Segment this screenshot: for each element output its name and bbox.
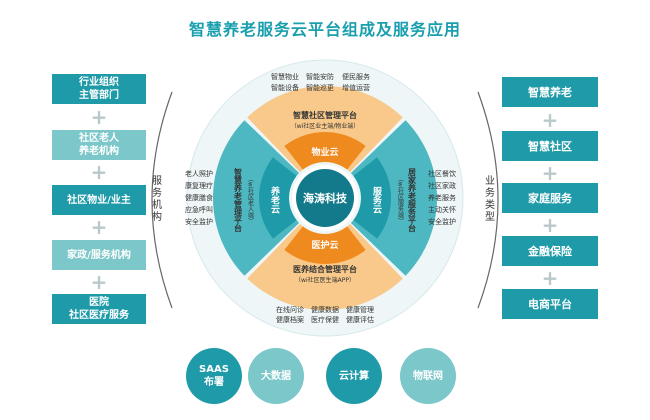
left-note-1: 老人照护 [185, 169, 213, 178]
bubble-big-data: 大数据 [248, 348, 304, 404]
page-title: 智慧养老服务云平台组成及服务应用 [188, 20, 461, 39]
left-cloud: 养老云 [269, 185, 281, 214]
plus-icon: + [90, 105, 108, 129]
plus-icon: + [90, 160, 108, 184]
bottom-note-6: 健康评估 [346, 315, 374, 324]
left-box-2: 社区老人养老机构 [52, 130, 146, 160]
bottom-platform-sub: （wi社区医生端APP） [295, 276, 355, 284]
right-cloud: 服务云 [371, 186, 382, 214]
right-box-1: 智慧养老 [502, 77, 598, 107]
top-note-5: 智能巡更 [306, 83, 334, 92]
left-box-5: 医院社区医疗服务 [52, 294, 146, 324]
right-note-5: 安全监护 [428, 217, 456, 226]
left-box-3: 社区物业/业主 [52, 185, 146, 215]
top-platform: 智慧社区管理平台 [293, 110, 357, 120]
right-note-1: 社区餐饮 [428, 169, 456, 178]
top-platform-sub: （wi社区业主端/物业端） [291, 122, 360, 130]
right-cloud-petal [353, 157, 391, 239]
right-box-2: 智慧社区 [502, 131, 598, 161]
plus-icon: + [541, 108, 559, 132]
right-box-3: 家庭服务 [502, 183, 598, 213]
left-note-3: 健康膳食 [185, 193, 213, 202]
bottom-note-4: 健康档案 [276, 315, 304, 324]
right-box-5: 电商平台 [502, 289, 598, 319]
right-band [350, 120, 437, 276]
right-column-label: 业务类型 [485, 176, 495, 223]
left-platform: 智慧养老管理平台 [234, 167, 243, 233]
plus-icon: + [541, 213, 559, 237]
bottom-platform: 医养结合管理平台 [293, 264, 357, 274]
left-note-5: 安全监护 [185, 217, 213, 226]
bottom-note-2: 健康数据 [311, 305, 339, 314]
left-band [213, 120, 300, 276]
plus-icon: + [90, 270, 108, 294]
top-cloud-petal [284, 132, 366, 170]
core-label: 海涛科技 [303, 191, 348, 205]
bottom-note-5: 医疗保健 [311, 315, 339, 324]
left-note-2: 康复理疗 [185, 181, 213, 190]
right-box-4: 金融保险 [502, 236, 598, 266]
left-column-label: 服务机构 [152, 176, 162, 223]
bubble-cloud-computing: 云计算 [326, 348, 382, 404]
top-cloud: 物业云 [311, 146, 338, 158]
left-box-4: 家政/服务机构 [52, 240, 146, 270]
top-note-6: 增值运营 [342, 83, 370, 92]
right-platform-sub: （wi社区服务端） [397, 176, 404, 225]
right-bracket [477, 91, 499, 309]
top-note-2: 智能安防 [306, 72, 334, 81]
bottom-note-3: 健康管理 [346, 305, 374, 314]
left-platform-sub: （wi社区老人端） [247, 176, 254, 225]
bottom-cloud: 医护云 [311, 239, 338, 251]
bottom-note-1: 在线问诊 [276, 305, 304, 314]
core-circle-fill [296, 169, 354, 227]
top-note-1: 智慧物业 [271, 72, 299, 81]
plus-icon: + [541, 161, 559, 185]
bottom-band [247, 223, 403, 311]
top-note-3: 便民服务 [342, 72, 370, 81]
bubble-iot: 物联网 [400, 348, 456, 404]
right-platform: 居家养老服务平台 [407, 168, 417, 233]
left-note-4: 应急呼叫 [185, 205, 213, 214]
top-note-4: 智能设备 [271, 83, 299, 92]
left-bracket [151, 91, 173, 309]
top-band [247, 86, 403, 173]
left-box-1: 行业组织主管部门 [52, 74, 146, 104]
plus-icon: + [541, 266, 559, 290]
right-note-4: 主动关怀 [428, 205, 456, 214]
left-cloud-petal [259, 157, 297, 239]
bottom-cloud-petal [284, 226, 366, 264]
right-note-3: 养老服务 [428, 193, 456, 202]
plus-icon: + [90, 215, 108, 239]
right-note-2: 社区家政 [428, 181, 456, 190]
